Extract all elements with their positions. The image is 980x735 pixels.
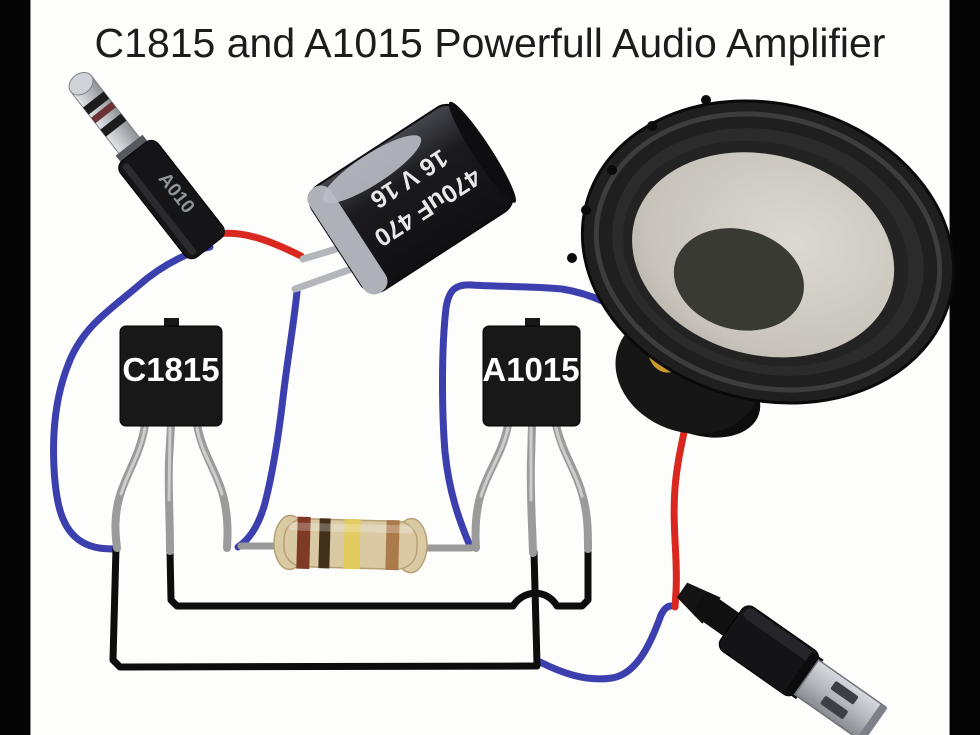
wire-layer [50,229,695,683]
speaker [567,95,956,438]
resistor-band-4 [385,519,400,571]
resistor-band-3 [343,518,361,570]
wire-blue-arch-to-speaker [439,281,648,550]
resistor-band-1 [296,516,311,569]
usb-plug [676,582,888,735]
letterbox-right [949,0,980,735]
page-title: C1815 and A1015 Powerfull Audio Amplifie… [94,20,886,66]
ground-wire-layer [109,544,592,671]
transistor-a1015: A1015 [471,318,592,557]
wire-blue-to-usb [536,602,675,683]
wire-blue-cap-to-resistor [234,288,301,551]
capacitor: 470uF 470 16 V 16 [291,101,516,295]
transistor-a1015-label: A1015 [482,351,579,388]
audio-jack: A010 [68,72,225,260]
usb-contact-slot [830,681,859,705]
wire-black-c1815-left [109,544,541,671]
wire-red-jack-to-cap [214,229,305,260]
transistor-c1815: C1815 [111,318,232,555]
dust-cap [673,228,804,331]
transistor-c1815-label: C1815 [122,351,219,388]
resistor [237,514,475,574]
resistor-band-2 [318,518,331,569]
letterbox-left [0,0,31,735]
wire-blue-jack-loop [50,243,214,553]
wire-black-a1015-middle [530,548,541,668]
usb-contact-slot [820,696,848,719]
